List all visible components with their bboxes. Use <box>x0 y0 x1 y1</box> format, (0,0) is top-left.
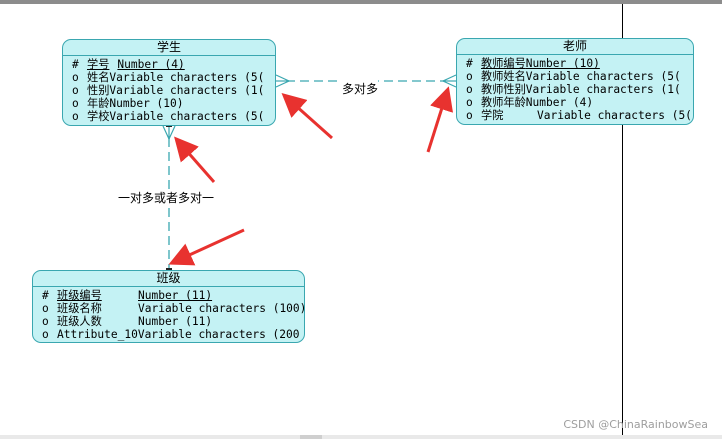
attribute-marker: o <box>466 83 473 96</box>
primary-key-marker: # <box>42 289 49 302</box>
attribute-name: 学院 <box>481 109 504 122</box>
attribute-name: 性别 <box>87 84 110 97</box>
attribute-name: 学号 <box>87 58 110 71</box>
entity-title: 学生 <box>63 40 275 56</box>
attribute-type: Variable characters (5( <box>537 109 692 122</box>
attribute-type: Variable characters (1( <box>109 84 265 97</box>
watermark: CSDN @ChinaRainbowSea <box>563 418 708 431</box>
arrow-icon <box>426 86 454 153</box>
attribute-name: 教师性别 <box>481 83 526 96</box>
primary-key-marker: # <box>466 57 473 70</box>
relationship-label-many-to-many: 多对多 <box>342 80 379 97</box>
attribute-marker: o <box>72 84 79 97</box>
arrow-icon <box>168 228 245 266</box>
attribute-name: 姓名 <box>87 71 110 84</box>
attribute-row[interactable]: # 学号 Number (4) <box>72 58 275 71</box>
attribute-type: Number (10) <box>525 57 600 70</box>
attribute-type: Number (11) <box>138 289 213 302</box>
horizontal-scrollbar[interactable] <box>0 435 722 439</box>
top-scrollbar[interactable] <box>0 0 722 4</box>
attribute-name: 教师姓名 <box>481 70 526 83</box>
attribute-type: Number (10) <box>109 97 184 110</box>
attribute-row[interactable]: o 班级人数 Number (11) <box>42 315 304 328</box>
arrow-icon <box>281 93 333 140</box>
attribute-marker: o <box>466 109 473 122</box>
attribute-marker: o <box>466 96 473 109</box>
attribute-name: 学校 <box>87 110 110 123</box>
primary-key-marker: # <box>72 58 79 71</box>
attribute-type: Variable characters (1( <box>525 83 681 96</box>
attribute-name: Attribute_10 <box>57 328 138 341</box>
attribute-type: Variable characters (5( <box>109 71 265 84</box>
entity-title: 老师 <box>457 39 693 55</box>
attribute-name: 教师编号 <box>481 57 526 70</box>
attribute-name: 班级人数 <box>57 315 102 328</box>
attribute-type: Variable characters (5( <box>109 110 265 123</box>
attribute-name: 班级编号 <box>57 289 102 302</box>
attribute-name: 年龄 <box>87 97 110 110</box>
attribute-type: Variable characters (200 <box>137 328 300 341</box>
entity-class[interactable]: 班级 # 班级编号 Number (11) o 班级名称 Variable charac… <box>32 270 305 343</box>
page-boundary-line <box>622 4 623 435</box>
relationship-student-teacher[interactable] <box>275 74 457 88</box>
attribute-row[interactable]: # 班级编号 Number (11) <box>42 289 304 302</box>
attribute-type: Variable characters (100) <box>138 302 305 315</box>
attribute-marker: o <box>72 110 79 123</box>
relationship-label-one-to-many: 一对多或者多对一 <box>116 189 217 206</box>
attribute-name: 班级名称 <box>57 302 102 315</box>
attribute-marker: o <box>42 315 49 328</box>
attribute-type: Number (4) <box>117 58 185 71</box>
annotation-arrows <box>168 86 454 266</box>
attribute-type: Variable characters (5( <box>525 70 681 83</box>
attribute-row[interactable]: o 班级名称 Variable characters (100) <box>42 302 304 315</box>
attribute-name: 教师年龄 <box>481 96 526 109</box>
attribute-type: Number (11) <box>138 315 213 328</box>
attribute-row[interactable]: o 学院 Variable characters (5( <box>466 109 693 122</box>
attribute-marker: o <box>466 70 473 83</box>
arrow-icon <box>174 136 216 183</box>
attribute-marker: o <box>42 328 49 341</box>
attribute-marker: o <box>42 302 49 315</box>
entity-title: 班级 <box>33 271 304 287</box>
attribute-marker: o <box>72 71 79 84</box>
scrollbar-thumb[interactable] <box>300 435 322 439</box>
attribute-type: Number (4) <box>525 96 594 109</box>
attribute-marker: o <box>72 97 79 110</box>
